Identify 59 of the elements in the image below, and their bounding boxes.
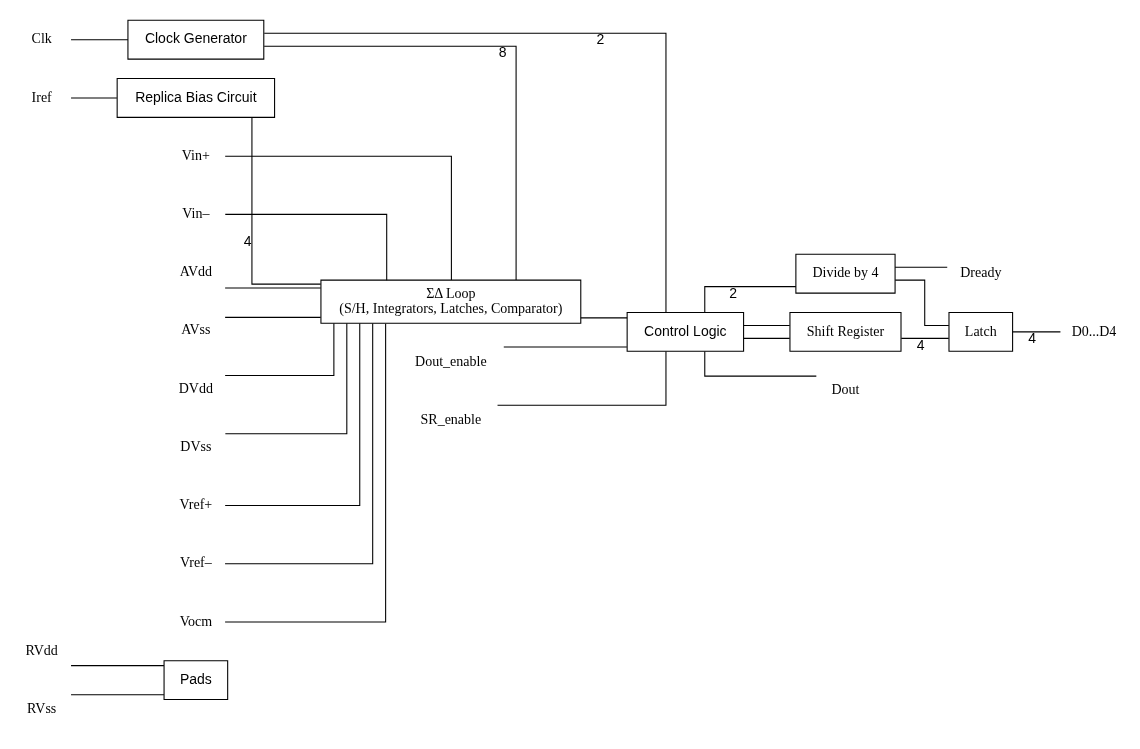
edge-label: 2: [596, 31, 605, 48]
edge-label: 4: [916, 336, 925, 353]
node-text: Clk: [31, 31, 52, 47]
connector: [497, 351, 667, 406]
node-text: Vin–: [182, 206, 210, 222]
node-box: ΣΔ Loop (S/H, Integrators, Latches, Comparator): [320, 279, 582, 324]
connector: [704, 350, 817, 377]
node-text: AVss: [181, 322, 211, 338]
node-text: Vin+: [181, 147, 210, 163]
node-text: RVss: [27, 700, 57, 716]
node-text: Dout_enable: [415, 353, 487, 369]
node-text: Dready: [960, 265, 1002, 281]
node-text: Iref: [31, 89, 52, 105]
node-text: D0...D4: [1071, 323, 1117, 339]
node-text: Vocm: [179, 613, 213, 629]
node-text: AVdd: [179, 264, 213, 280]
connector: [224, 316, 322, 318]
connector: [224, 323, 374, 565]
edge-label: 4: [1028, 330, 1037, 347]
connector: [263, 45, 517, 281]
connector: [70, 39, 129, 41]
node-box: Latch: [948, 311, 1014, 352]
node-text: DVdd: [178, 380, 213, 396]
connector: [263, 32, 667, 313]
connector: [224, 287, 322, 289]
connector: [224, 323, 361, 507]
node-text: Dout: [831, 381, 860, 397]
node-text: DVss: [180, 438, 212, 454]
connector: [580, 317, 628, 319]
node-box: Divide by 4: [795, 253, 896, 294]
node-text: Vref–: [179, 555, 212, 571]
node-text: Vref+: [179, 497, 213, 513]
node-text: SR_enable: [420, 411, 482, 427]
node-box: Pads: [163, 660, 229, 701]
connector: [70, 694, 165, 696]
node-box: Control Logic: [626, 311, 745, 352]
connector: [70, 97, 118, 99]
connector: [900, 337, 950, 339]
connector: [503, 346, 628, 348]
connector: [894, 279, 950, 326]
connector: [704, 286, 797, 313]
edge-label: 4: [243, 233, 252, 250]
edge-label: 8: [498, 44, 507, 61]
connector: [70, 665, 165, 667]
node-box: Clock Generator: [127, 19, 265, 60]
connector: [743, 324, 791, 326]
connector: [224, 323, 348, 435]
connector: [1012, 331, 1061, 333]
edge-label: 2: [729, 284, 737, 301]
connector: [251, 116, 322, 285]
node-box: Shift Register: [789, 311, 902, 352]
connector: [224, 155, 452, 281]
connector: [224, 323, 387, 623]
node-box: Replica Bias Circuit: [116, 78, 276, 118]
connector: [224, 322, 335, 377]
node-text: RVdd: [25, 642, 58, 658]
connector: [224, 213, 388, 281]
connector: [894, 266, 948, 268]
connector: [743, 337, 791, 339]
